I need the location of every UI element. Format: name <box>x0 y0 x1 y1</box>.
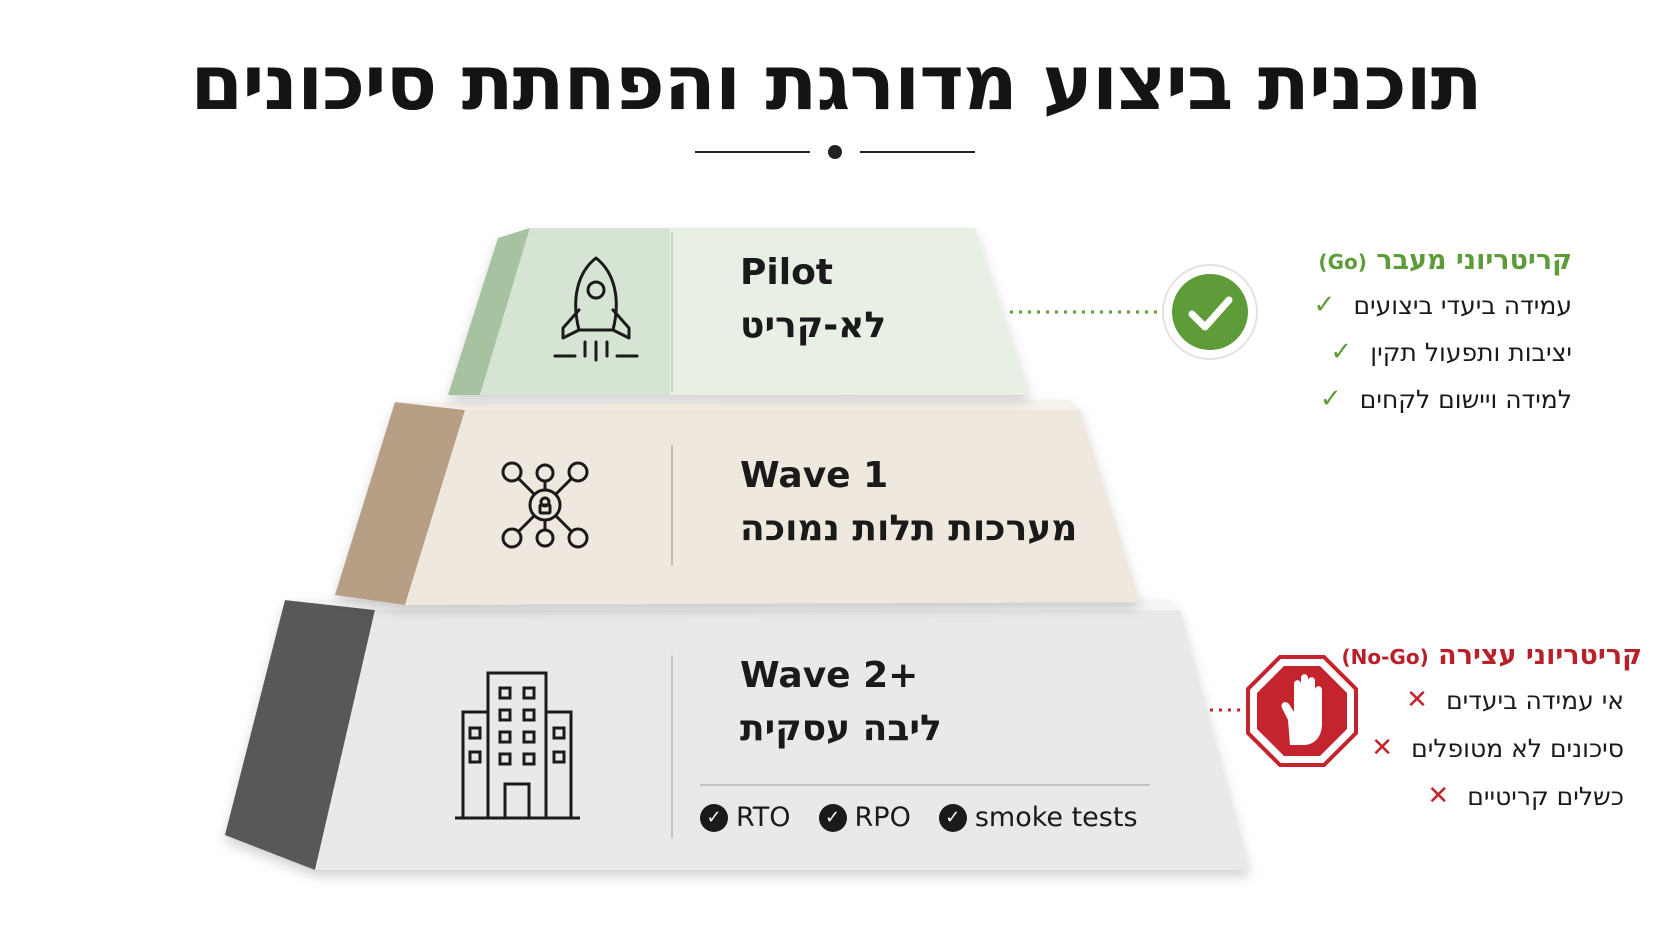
nogo-criteria-item-text: כשלים קריטיים <box>1467 781 1624 811</box>
check-label: RTO <box>736 802 791 833</box>
nogo-criteria-item-text: אי עמידה ביעדים <box>1446 685 1624 715</box>
check-label: RPO <box>854 802 911 833</box>
nogo-criteria-tag: (No-Go) <box>1341 645 1429 669</box>
check-item-rto: ✓ RTO <box>700 802 791 833</box>
nogo-criteria-item-text: סיכונים לא מטופלים <box>1411 733 1624 763</box>
nogo-criteria-title: קריטריוני עצירה (No-Go) <box>1342 640 1642 671</box>
checkmark-icon: ✓ <box>1330 337 1353 367</box>
tier-wave2-face <box>315 610 1250 870</box>
nogo-criteria-item: כשלים קריטיים ✕ <box>1342 781 1624 811</box>
tier-pilot-subtitle: לא-קריט <box>740 305 887 346</box>
x-mark-icon: ✕ <box>1371 733 1394 763</box>
check-item-rpo: ✓ RPO <box>818 802 911 833</box>
checkmark-icon: ✓ <box>1313 290 1336 320</box>
x-mark-icon: ✕ <box>1406 685 1428 715</box>
check-item-smoke-tests: ✓ smoke tests <box>938 802 1138 833</box>
go-criteria-item-text: יציבות ותפעול תקין <box>1370 337 1572 367</box>
check-circle-icon: ✓ <box>700 803 728 832</box>
wave2-check-list: ✓ RTO ✓ RPO ✓ smoke tests <box>700 802 1138 833</box>
divider-line-left <box>695 151 810 153</box>
go-criteria-item: למידה ויישום לקחים ✓ <box>1311 384 1572 414</box>
tier-wave1-face <box>405 410 1140 605</box>
tier-pilot-name: Pilot <box>740 252 834 293</box>
network-icon <box>501 461 589 549</box>
tier-wave1-block <box>335 400 1140 605</box>
go-criteria-list: עמידה ביעדי ביצועים ✓ יציבות ותפעול תקין… <box>1311 290 1572 414</box>
checkmark-icon: ✓ <box>1319 384 1342 414</box>
tier-wave1-top <box>395 400 1080 410</box>
tier-pilot-block <box>448 228 1030 395</box>
go-criteria-item-text: עמידה ביעדי ביצועים <box>1353 290 1572 320</box>
tier-wave2-text: Wave 2+ ליבה עסקית <box>740 655 942 749</box>
tier-wave1-subtitle: מערכות תלות נמוכה <box>740 508 1078 549</box>
nogo-criteria-title-text: קריטריוני עצירה <box>1438 640 1642 671</box>
check-circle-icon: ✓ <box>938 803 967 832</box>
go-criteria-item: יציבות ותפעול תקין ✓ <box>1311 337 1572 367</box>
check-circle-icon: ✓ <box>818 803 847 832</box>
x-mark-icon: ✕ <box>1427 781 1450 811</box>
nogo-criteria-item: אי עמידה ביעדים ✕ <box>1342 685 1624 715</box>
tier-wave1-name: Wave 1 <box>740 455 889 496</box>
go-criteria-item-text: למידה ויישום לקחים <box>1359 384 1572 414</box>
go-criteria-title-text: קריטריוני מעבר <box>1376 245 1572 276</box>
building-icon <box>455 671 580 820</box>
tier-wave1-side <box>335 402 465 605</box>
rocket-icon <box>553 256 639 362</box>
stop-hand-icon <box>1246 655 1358 767</box>
checkmark-badge-icon <box>1162 264 1258 360</box>
go-criteria-panel: קריטריוני מעבר (Go) עמידה ביעדי ביצועים … <box>1311 245 1572 414</box>
check-label: smoke tests <box>974 802 1138 833</box>
go-criteria-item: עמידה ביעדי ביצועים ✓ <box>1311 290 1572 320</box>
divider-dot <box>828 145 842 159</box>
nogo-criteria-list: אי עמידה ביעדים ✕ סיכונים לא מטופלים ✕ כ… <box>1342 685 1624 811</box>
go-criteria-title: קריטריוני מעבר (Go) <box>1311 245 1572 276</box>
tier-wave1-text: Wave 1 מערכות תלות נמוכה <box>740 455 1077 549</box>
nogo-criteria-item: סיכונים לא מטופלים ✕ <box>1342 733 1624 763</box>
nogo-criteria-panel: קריטריוני עצירה (No-Go) אי עמידה ביעדים … <box>1342 640 1642 811</box>
tier-wave2-subtitle: ליבה עסקית <box>740 708 942 749</box>
page-title: תוכנית ביצוע מדורגת והפחתת סיכונים <box>190 38 1482 127</box>
go-criteria-tag: (Go) <box>1318 250 1367 274</box>
tier-wave2-side <box>225 600 375 870</box>
tier-pilot-text: Pilot לא-קריט <box>740 252 886 346</box>
tier-wave2-name: Wave 2+ <box>740 655 919 696</box>
tier-pilot-side <box>448 228 530 395</box>
divider-line-right <box>860 151 975 153</box>
title-divider <box>695 145 975 159</box>
